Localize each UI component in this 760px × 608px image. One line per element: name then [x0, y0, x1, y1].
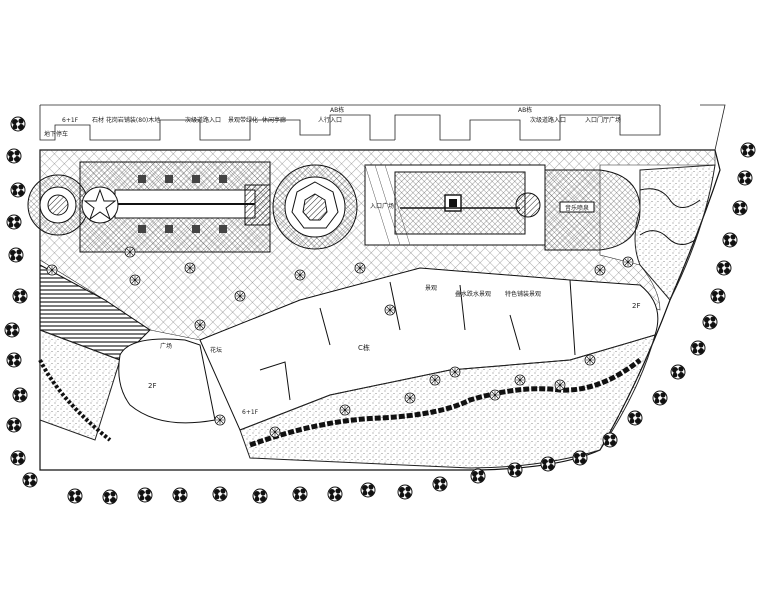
tree-icon — [8, 247, 24, 263]
right-formal-court — [364, 164, 546, 246]
tree-icon — [137, 487, 153, 503]
garden-path — [249, 358, 642, 448]
svg-text:6+1F: 6+1F — [62, 117, 79, 124]
tree-icon — [4, 322, 20, 338]
left-circular-feature — [27, 174, 89, 236]
svg-text:广场: 广场 — [160, 342, 172, 350]
shrub-icon — [404, 392, 416, 404]
shrub-icon — [46, 264, 58, 276]
tree-icon — [470, 468, 486, 484]
tree-icon — [652, 390, 668, 406]
tree-icon — [740, 142, 756, 158]
svg-text:2F: 2F — [632, 302, 640, 310]
shrub-icon — [384, 304, 396, 316]
tree-icon — [507, 462, 523, 478]
tree-icon — [702, 314, 718, 330]
shrub-icon — [234, 290, 246, 302]
shrub-icon — [269, 426, 281, 438]
tree-icon — [10, 450, 26, 466]
tree-icon — [6, 417, 22, 433]
tree-icon — [360, 482, 376, 498]
central-pavilion — [272, 164, 358, 250]
svg-text:C栋: C栋 — [358, 343, 370, 352]
tree-icon — [12, 387, 28, 403]
shrub-icon — [129, 274, 141, 286]
shrub-icon — [514, 374, 526, 386]
shrub-icon — [194, 319, 206, 331]
fountain-label: 音乐喷泉 — [565, 204, 589, 212]
svg-text:入口门厅广场: 入口门厅广场 — [585, 116, 621, 124]
svg-text:次级道路入口: 次级道路入口 — [530, 116, 566, 124]
svg-text:石材 花岗岩铺装(80)木地: 石材 花岗岩铺装(80)木地 — [92, 116, 160, 124]
tree-icon — [10, 182, 26, 198]
svg-text:景观: 景观 — [425, 285, 437, 292]
tree-icon — [627, 410, 643, 426]
svg-text:特色铺装景观: 特色铺装景观 — [505, 290, 541, 298]
tree-icon — [716, 260, 732, 276]
svg-text:花坛: 花坛 — [210, 346, 222, 354]
tree-icon — [252, 488, 268, 504]
tree-icon — [6, 214, 22, 230]
tree-icon — [292, 486, 308, 502]
plan-labels: AB栋 AB栋 6+1F 地下停车 石材 花岗岩铺装(80)木地 次级道路入口 … — [44, 106, 621, 354]
top-buildings — [39, 104, 726, 151]
tree-icon — [6, 148, 22, 164]
tree-icon — [102, 489, 118, 505]
shrub-icon — [584, 354, 596, 366]
tree-icon — [732, 200, 748, 216]
tree-icon — [12, 288, 28, 304]
music-fountain: 音乐喷泉 — [544, 169, 641, 251]
shrub-icon — [594, 264, 606, 276]
shrub-icon — [214, 414, 226, 426]
tree-icon — [670, 364, 686, 380]
tree-icon — [722, 232, 738, 248]
shrub-icon — [489, 389, 501, 401]
svg-text:AB栋: AB栋 — [330, 106, 344, 114]
bottom-garden — [239, 334, 656, 469]
svg-text:休闲亭廊: 休闲亭廊 — [262, 116, 286, 124]
svg-text:景观带绿化: 景观带绿化 — [228, 116, 258, 124]
svg-text:入口广场: 入口广场 — [370, 202, 394, 210]
shrub-icon — [124, 246, 136, 258]
svg-text:次级道路入口: 次级道路入口 — [185, 116, 221, 124]
tree-icon — [22, 472, 38, 488]
tree-icon — [710, 288, 726, 304]
tree-icon — [690, 340, 706, 356]
svg-text:叠水跌水景观: 叠水跌水景观 — [455, 290, 491, 298]
tree-icon — [327, 486, 343, 502]
svg-text:AB栋: AB栋 — [518, 106, 532, 114]
svg-text:人行入口: 人行入口 — [318, 116, 342, 124]
svg-text:2F: 2F — [148, 382, 156, 390]
shrub-icon — [429, 374, 441, 386]
shrub-icon — [339, 404, 351, 416]
svg-text:地下停车: 地下停车 — [44, 130, 68, 138]
tree-icon — [397, 484, 413, 500]
svg-text:6+1F: 6+1F — [242, 409, 259, 416]
tree-icon — [10, 116, 26, 132]
tree-icon — [572, 450, 588, 466]
shrub-icon — [354, 262, 366, 274]
left-steps — [38, 264, 151, 442]
shrub-icon — [294, 269, 306, 281]
tree-icon — [212, 486, 228, 502]
shrub-icon — [622, 256, 634, 268]
tree-icon — [540, 456, 556, 472]
shrub-icon — [184, 262, 196, 274]
tree-icon — [172, 487, 188, 503]
building-2f-left: 2F — [118, 338, 216, 424]
right-lawn — [634, 164, 716, 301]
tree-icon — [737, 170, 753, 186]
tree-icon — [67, 488, 83, 504]
shrub-icon — [554, 379, 566, 391]
shrub-icon — [449, 366, 461, 378]
tree-icon — [602, 432, 618, 448]
formal-garden — [79, 161, 271, 253]
tree-icon — [432, 476, 448, 492]
tree-icon — [6, 352, 22, 368]
